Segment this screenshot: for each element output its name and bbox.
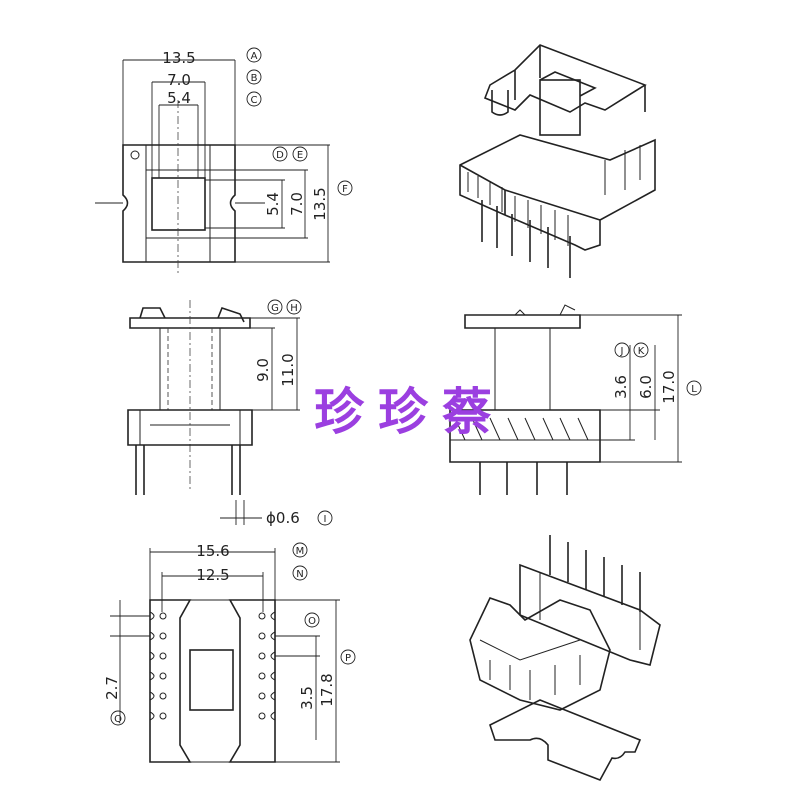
dim-width-inner: 5.4 xyxy=(167,89,191,107)
dim-height-outer: 13.5 xyxy=(311,187,329,220)
callout-a: A xyxy=(251,51,258,62)
dim-height-mid: 7.0 xyxy=(288,192,306,216)
dim-window: 3.5 xyxy=(298,686,316,710)
front-view: 9.0 11.0 ϕ0.6 G H I xyxy=(127,299,333,527)
dim-width-mid: 7.0 xyxy=(167,71,191,89)
callout-h: H xyxy=(290,303,298,314)
dim-height-inner: 5.4 xyxy=(264,192,282,216)
callout-c: C xyxy=(251,95,258,106)
callout-f: F xyxy=(342,184,348,195)
dim-side-small: 3.6 xyxy=(612,375,630,399)
dim-side-total: 17.0 xyxy=(660,370,678,403)
isometric-view-top xyxy=(459,44,656,278)
dim-side-mid: 6.0 xyxy=(637,375,655,399)
dim-pin-pitch: 2.7 xyxy=(103,676,121,700)
callout-o: O xyxy=(308,616,316,627)
dim-bottom-inner: 12.5 xyxy=(196,566,229,584)
callout-j: J xyxy=(620,346,624,357)
watermark-text: 珍珍蔡 xyxy=(314,382,506,441)
bottom-view: 15.6 12.5 2.7 3.5 17.8 M N O P Q xyxy=(103,542,356,763)
dim-bottom-length: 17.8 xyxy=(318,673,336,706)
callout-g: G xyxy=(271,303,279,314)
callout-p: P xyxy=(345,653,351,664)
callout-e: E xyxy=(297,150,303,161)
callout-i: I xyxy=(324,514,327,525)
callout-n: N xyxy=(296,569,303,580)
callout-d: D xyxy=(276,150,284,161)
isometric-view-bottom xyxy=(469,535,661,781)
callout-k: K xyxy=(638,346,645,357)
dim-pin-diameter: ϕ0.6 xyxy=(266,509,300,527)
callout-l: L xyxy=(691,384,697,395)
dim-bottom-outer: 15.6 xyxy=(196,542,229,560)
callout-b: B xyxy=(251,73,258,84)
dim-core-height: 9.0 xyxy=(254,358,272,382)
callout-m: M xyxy=(296,546,305,557)
top-view: 13.5 7.0 5.4 5.4 7.0 13.5 A B C D E F xyxy=(95,47,353,275)
side-view: 3.6 6.0 17.0 J K L xyxy=(449,304,702,495)
dim-total-height: 11.0 xyxy=(279,353,297,386)
callout-q: Q xyxy=(114,714,122,725)
dim-width-outer: 13.5 xyxy=(162,49,195,67)
